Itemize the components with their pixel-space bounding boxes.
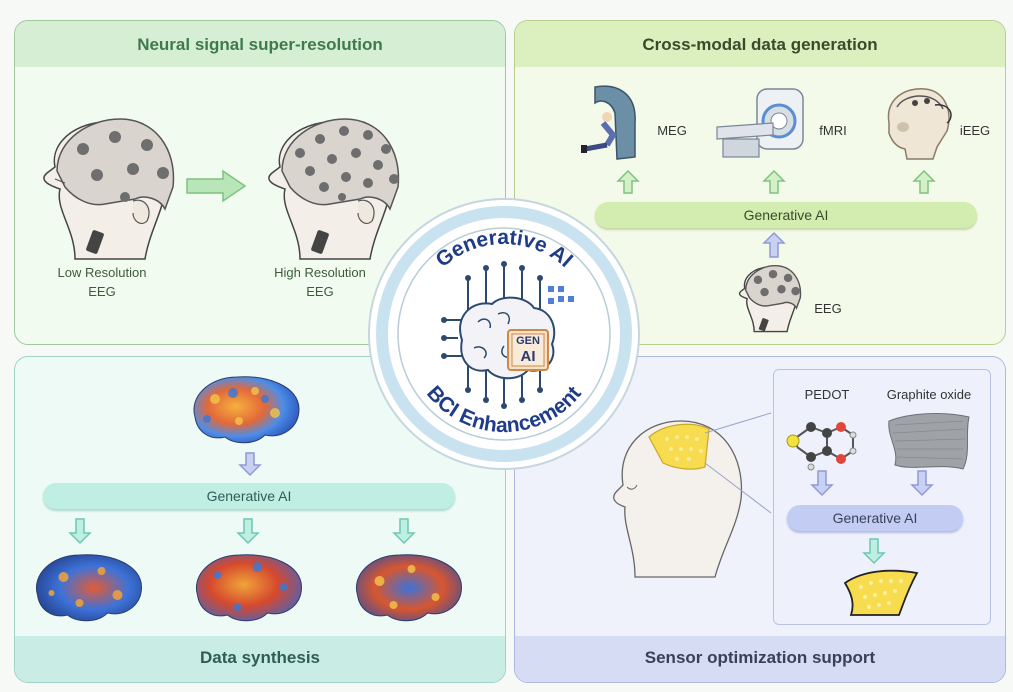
panel-sensor-optimization: Sensor optimization support PEDOT Graphi… [514, 356, 1006, 683]
flexible-sensor-patch-illustration [843, 569, 919, 616]
down-arrow-icon [238, 452, 262, 477]
down-arrow-icon [68, 518, 92, 545]
up-arrow-icon [616, 169, 640, 194]
low-res-eeg-head-illustration [43, 118, 175, 260]
panel-footer [15, 636, 505, 682]
panel-neural-super-resolution: Neural signal super-resolution Low Resol… [14, 20, 506, 345]
generative-ai-pill: Generative AI [595, 202, 977, 228]
low-res-line-1: Low Resolution [57, 265, 147, 280]
graphite-oxide-sheet-illustration [888, 413, 970, 470]
down-arrow-icon [236, 518, 260, 545]
panel-header [515, 21, 1005, 67]
down-arrow-icon [910, 470, 934, 497]
chip-line-1: GEN [516, 335, 540, 347]
center-arc-text: Generative AI BCI Enhancement [422, 226, 586, 437]
gen-ai-chip: GEN AI [508, 334, 548, 364]
panel-header [15, 21, 505, 67]
high-resolution-label: High Resolution EEG [255, 263, 385, 301]
down-arrow-icon [862, 538, 886, 565]
low-res-line-2: EEG [88, 284, 116, 299]
graphite-oxide-label: Graphite oxide [886, 387, 972, 402]
low-resolution-label: Low Resolution EEG [37, 263, 167, 301]
high-res-line-1: High Resolution [274, 265, 366, 280]
callout-lines [704, 412, 772, 514]
synthetic-brain-map [35, 554, 143, 622]
meg-scanner-illustration [581, 85, 636, 160]
pixel-blocks-icon [548, 286, 574, 304]
panel-title: Sensor optimization support [644, 648, 876, 667]
synthetic-brain-map [355, 554, 463, 622]
synthetic-brain-map [195, 554, 303, 622]
down-arrow-icon [810, 470, 834, 497]
high-res-eeg-head-illustration [268, 118, 400, 260]
pedot-molecule-illustration [786, 422, 857, 471]
generative-ai-pill: Generative AI [787, 505, 963, 531]
ieeg-label: iEEG [959, 123, 991, 138]
fmri-label: fMRI [819, 123, 847, 138]
head-with-sensor-illustration [613, 420, 743, 578]
panel-title: Data synthesis [200, 648, 320, 667]
down-arrow-icon [392, 518, 416, 545]
up-arrow-icon [762, 169, 786, 194]
up-arrow-icon [762, 231, 786, 258]
ieeg-skull-illustration [887, 88, 952, 160]
up-arrow-icon [912, 169, 936, 194]
chip-line-2: AI [520, 348, 536, 365]
fmri-scanner-illustration [716, 88, 804, 158]
brain-activation-map [193, 376, 300, 444]
high-res-line-2: EEG [306, 284, 334, 299]
panel-title: Cross-modal data generation [642, 35, 878, 54]
eeg-label: EEG [814, 301, 842, 316]
eeg-head-illustration [738, 264, 802, 333]
meg-label: MEG [657, 123, 687, 138]
brain-circuit-icon [441, 261, 556, 409]
panel-footer [515, 636, 1005, 682]
pedot-label: PEDOT [804, 387, 850, 402]
panel-title: Neural signal super-resolution [137, 35, 383, 54]
right-arrow-icon [186, 169, 247, 203]
generative-ai-pill: Generative AI [43, 483, 455, 509]
